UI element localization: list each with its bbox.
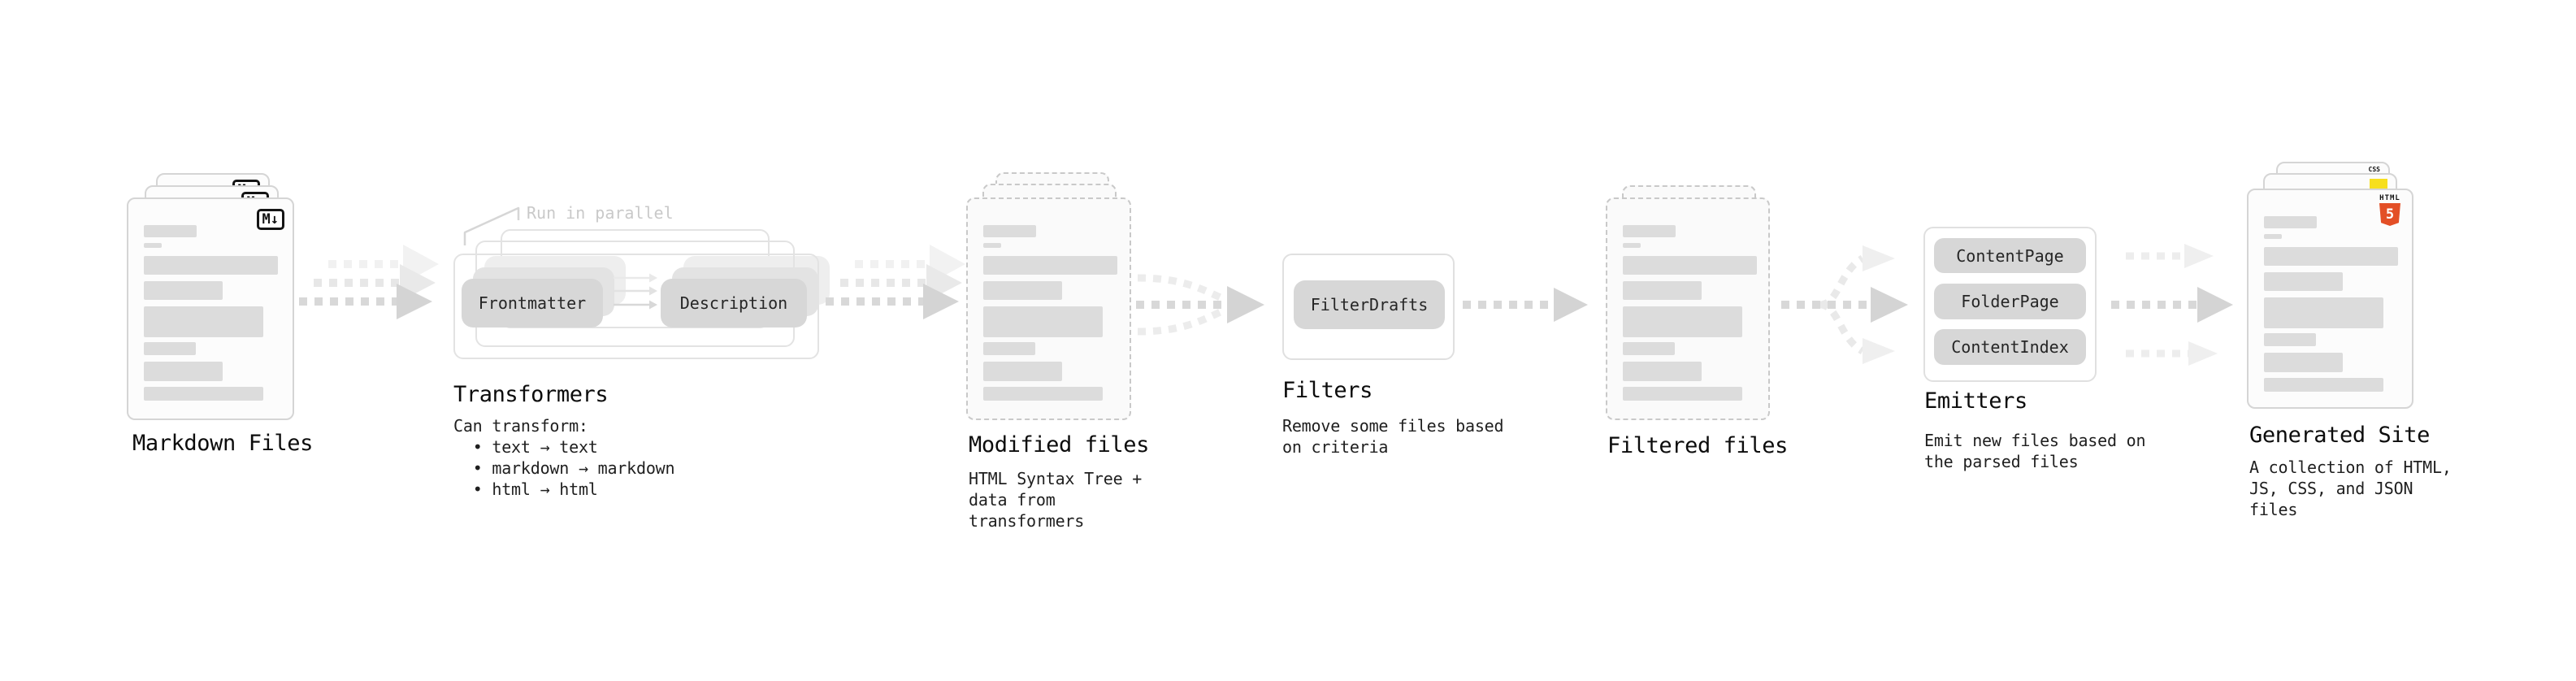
text-line-bar [1623, 387, 1742, 401]
contentindex-pill: ContentIndex [1934, 329, 2086, 365]
filters-description: Remove some files based on criteria [1282, 416, 1504, 457]
text-line-bar [983, 243, 1001, 248]
station-filtered-files: Filtered files [1606, 173, 1801, 474]
text-line-bar [2264, 297, 2383, 328]
generated-site-label: Generated Site [2249, 423, 2430, 448]
modified-file-card-front [966, 197, 1131, 420]
text-line-bar [983, 281, 1062, 300]
generated-site-description: A collection of HTML, JS, CSS, and JSON … [2249, 458, 2452, 519]
text-line-bar [2264, 247, 2398, 266]
text-line-bar [2264, 353, 2343, 372]
transformer-layer-box-front [453, 254, 819, 359]
text-line-bar [1623, 342, 1675, 355]
arrow-filtered-to-emitters [1781, 245, 1908, 364]
markdown-file-card-front: M↓ [127, 197, 294, 420]
contentpage-pill: ContentPage [1934, 238, 2086, 273]
station-markdown-files: M↓ M↓ M↓ Markdown Files [127, 173, 330, 474]
text-line-bar [144, 362, 223, 381]
filters-label: Filters [1282, 378, 1373, 403]
filtered-files-label: Filtered files [1607, 433, 1788, 458]
text-line-bar [983, 387, 1103, 401]
text-line-bar [2264, 234, 2282, 239]
emitters-label: Emitters [1924, 388, 2027, 414]
arrow-transformers-to-modified [826, 245, 965, 319]
text-line-bar [2264, 378, 2383, 392]
js-icon [2370, 179, 2387, 189]
filterdrafts-pill: FilterDrafts [1294, 280, 1445, 329]
frontmatter-to-description-arrows [614, 273, 657, 310]
text-line-bar [144, 306, 263, 337]
text-line-bar [1623, 362, 1702, 381]
text-line-bar [1623, 281, 1702, 300]
arrow-markdown-to-transformers [299, 245, 439, 319]
transformers-description: Can transform: • text → text • markdown … [453, 416, 675, 499]
arrow-emitters-to-generated [2111, 244, 2233, 366]
emitters-description: Emit new files based on the parsed files [1924, 431, 2146, 471]
modified-files-label: Modified files [969, 432, 1149, 458]
frontmatter-pill: Frontmatter [462, 279, 603, 327]
station-filters: FilterDrafts Filters Remove some files b… [1282, 254, 1518, 473]
run-in-parallel-annotation: Run in parallel [527, 203, 674, 223]
text-line-bar [2264, 216, 2317, 228]
text-line-bar [144, 243, 162, 248]
station-emitters: ContentPage FolderPage ContentIndex Emit… [1923, 227, 2167, 495]
station-modified-files: Modified files HTML Syntax Tree + data f… [966, 172, 1161, 531]
arrow-modified-to-filters [1136, 274, 1264, 336]
modified-files-description: HTML Syntax Tree + data from transformer… [969, 469, 1143, 531]
text-line-bar [1623, 256, 1757, 275]
markdown-files-label: Markdown Files [132, 431, 313, 456]
description-pill: Description [661, 279, 807, 327]
folderpage-pill: FolderPage [1934, 284, 2086, 319]
text-line-bar [983, 225, 1036, 237]
text-line-bar [144, 256, 278, 275]
html5-icon: HTML 5 [2378, 194, 2402, 226]
filtered-file-card-front [1606, 197, 1770, 420]
text-line-bar [983, 256, 1117, 275]
file-text-placeholder [1623, 225, 1757, 401]
arrow-filters-to-filtered [1463, 288, 1588, 322]
station-transformers: Run in parallel Frontmatter Description … [449, 203, 839, 520]
markdown-icon: M↓ [256, 209, 284, 230]
text-line-bar [2264, 272, 2343, 291]
text-line-bar [144, 281, 223, 300]
text-line-bar [1623, 225, 1676, 237]
html5-wordmark: HTML [2379, 194, 2400, 202]
text-line-bar [983, 306, 1103, 337]
file-text-placeholder [2264, 216, 2400, 392]
text-line-bar [144, 342, 196, 355]
run-in-parallel-leader-line [463, 206, 520, 245]
station-generated-site: CSS HTML 5 Generated Site A collection o… [2247, 162, 2466, 519]
text-line-bar [144, 387, 263, 401]
text-line-bar [983, 362, 1062, 381]
text-line-bar [983, 342, 1035, 355]
file-text-placeholder [983, 225, 1118, 401]
html-file-card: HTML 5 [2247, 189, 2413, 409]
text-line-bar [1623, 243, 1641, 248]
file-text-placeholder [144, 225, 281, 401]
html5-shield: 5 [2379, 203, 2400, 226]
text-line-bar [2264, 333, 2316, 346]
text-line-bar [1623, 306, 1742, 337]
text-line-bar [144, 225, 197, 237]
transformers-label: Transformers [453, 382, 609, 407]
